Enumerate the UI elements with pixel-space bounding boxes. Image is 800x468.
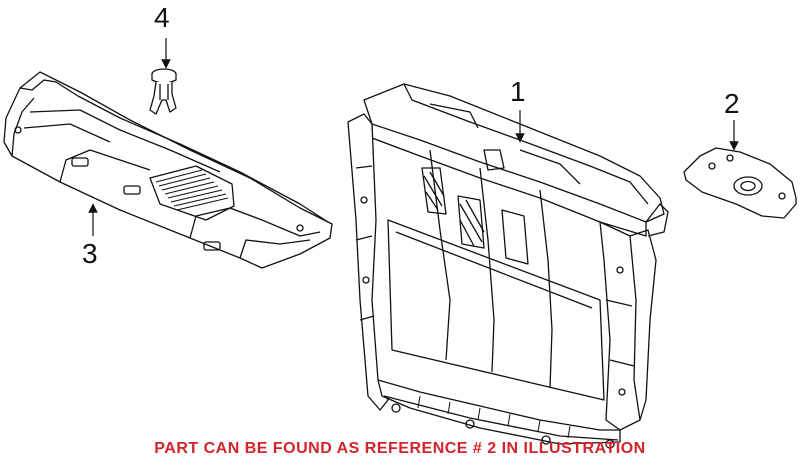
grille-cover-panel-icon: [3, 71, 333, 269]
callout-4: 4: [154, 2, 170, 33]
leader-arrows: [88, 38, 739, 236]
radiator-support-frame-icon: [347, 83, 669, 449]
callout-3: 3: [82, 238, 98, 269]
callout-1: 1: [510, 76, 526, 107]
mounting-bracket-icon: [683, 147, 797, 219]
callout-2: 2: [724, 88, 740, 119]
reference-note: PART CAN BE FOUND AS REFERENCE # 2 IN IL…: [154, 440, 646, 457]
push-clip-fastener-icon: [149, 68, 177, 115]
